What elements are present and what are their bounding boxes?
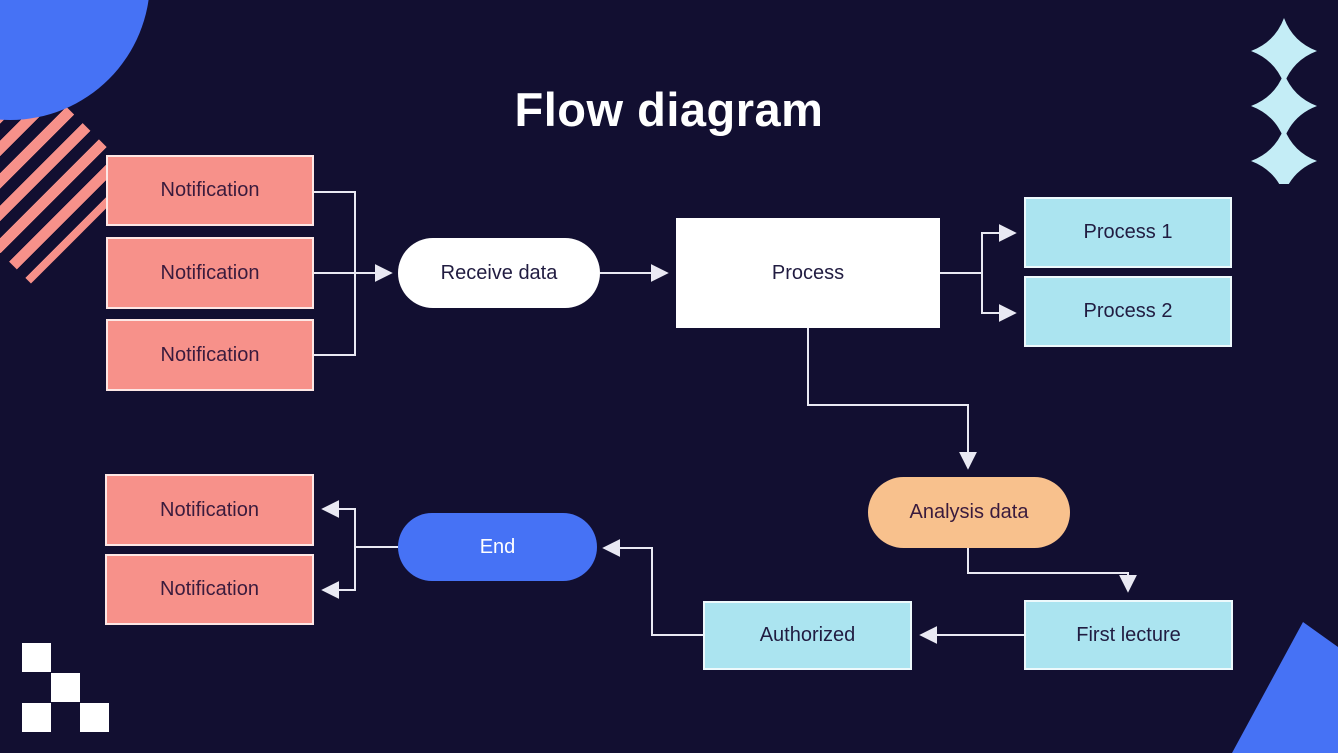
node-notification-top-3: Notification	[106, 319, 314, 391]
connector-to-process1	[981, 224, 1017, 273]
checker-square-decoration	[22, 703, 51, 732]
node-label: Notification	[160, 261, 260, 284]
connector-authorized-to-end	[602, 539, 703, 636]
node-notification-bottom-2: Notification	[105, 554, 314, 625]
node-label: Notification	[160, 498, 259, 521]
node-notification-top-2: Notification	[106, 237, 314, 309]
connector-analysis-to-lecture	[967, 548, 1137, 593]
concave-diamond-ornament-icon	[1251, 18, 1317, 184]
checker-square-decoration	[22, 643, 51, 672]
node-end: End	[398, 513, 597, 581]
node-process-1: Process 1	[1024, 197, 1232, 268]
node-authorized: Authorized	[703, 601, 912, 670]
connector-notif-trunk	[314, 191, 356, 356]
node-label: End	[479, 535, 516, 558]
node-label: Notification	[160, 343, 260, 366]
node-label: Notification	[160, 179, 260, 201]
node-analysis-data: Analysis data	[868, 477, 1070, 548]
connector-process-to-analysis	[807, 328, 977, 470]
node-label: Process	[771, 261, 845, 284]
connector-end-to-notif1	[321, 500, 356, 547]
node-notification-top-1: Notification	[106, 155, 314, 226]
node-first-lecture: First lecture	[1024, 600, 1233, 670]
node-process: Process	[676, 218, 940, 328]
node-label: Receive data	[440, 261, 558, 284]
node-receive-data: Receive data	[398, 238, 600, 308]
page-title: Flow diagram	[514, 83, 824, 136]
connector-to-process2	[981, 273, 1017, 322]
node-label: First lecture	[1076, 623, 1181, 646]
checker-square-decoration	[51, 673, 80, 702]
connector-end-to-notif2	[321, 547, 356, 599]
node-label: Process 2	[1083, 300, 1173, 322]
node-process-2: Process 2	[1024, 276, 1232, 347]
node-notification-bottom-1: Notification	[105, 474, 314, 546]
node-label: Notification	[160, 578, 259, 600]
node-label: Authorized	[759, 624, 856, 646]
node-label: Analysis data	[909, 501, 1029, 523]
checker-square-decoration	[80, 703, 109, 732]
node-label: Process 1	[1083, 221, 1173, 243]
